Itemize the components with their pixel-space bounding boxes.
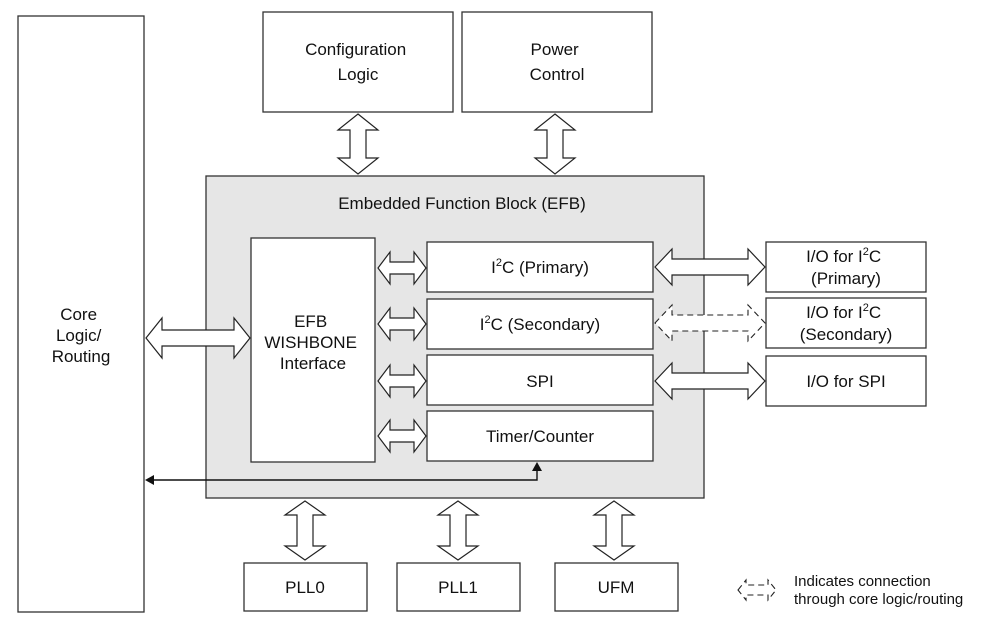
power-control-block bbox=[461, 11, 653, 113]
wishbone-interface-block bbox=[250, 237, 376, 463]
spi-io-arrow bbox=[654, 361, 766, 401]
io-spi-label: I/O for SPI bbox=[806, 372, 885, 391]
i2c-secondary-label: I2C (Secondary) bbox=[480, 314, 600, 334]
io-i2c-secondary-block bbox=[765, 297, 927, 349]
timer-counter-label: Timer/Counter bbox=[486, 427, 594, 446]
power-efb-arrow bbox=[533, 113, 577, 175]
pll1-block bbox=[396, 562, 521, 612]
io-i2c-primary-label: I/O for I2C (Primary) bbox=[806, 246, 886, 288]
power-control-label: Power Control bbox=[530, 40, 585, 84]
pll1-label: PLL1 bbox=[438, 578, 478, 597]
spi-block bbox=[426, 354, 654, 406]
core-logic-label: Core Logic/ Routing bbox=[52, 305, 111, 366]
core-logic-routing-block bbox=[17, 15, 145, 613]
config-efb-arrow bbox=[336, 113, 380, 175]
i2c-secondary-io-dashed-arrow bbox=[654, 303, 766, 343]
wishbone-i2c-primary-arrow bbox=[377, 250, 427, 286]
pll0-label: PLL0 bbox=[285, 578, 325, 597]
configuration-logic-block bbox=[262, 11, 454, 113]
ufm-block bbox=[554, 562, 679, 612]
legend-dashed-arrow-icon bbox=[737, 578, 777, 602]
i2c-primary-io-arrow bbox=[654, 247, 766, 287]
pll0-efb-arrow bbox=[283, 500, 327, 561]
spi-label: SPI bbox=[526, 372, 553, 391]
wishbone-spi-arrow bbox=[377, 363, 427, 399]
io-spi-block bbox=[765, 355, 927, 407]
pll1-efb-arrow bbox=[436, 500, 480, 561]
timer-arrowhead bbox=[532, 462, 542, 471]
configuration-logic-label: Configuration Logic bbox=[305, 40, 411, 84]
core-wishbone-arrow bbox=[145, 316, 251, 360]
wishbone-i2c-secondary-arrow bbox=[377, 306, 427, 342]
i2c-secondary-block bbox=[426, 298, 654, 350]
legend-line2: through core logic/routing bbox=[794, 591, 963, 608]
core-arrowhead bbox=[145, 475, 154, 485]
wishbone-timer-arrow bbox=[377, 418, 427, 454]
io-i2c-primary-block bbox=[765, 241, 927, 293]
wishbone-label: EFB WISHBONE Interface bbox=[264, 312, 361, 373]
pll0-block bbox=[243, 562, 368, 612]
ufm-efb-arrow bbox=[592, 500, 636, 561]
efb-title: Embedded Function Block (EFB) bbox=[338, 194, 586, 213]
io-i2c-secondary-label: I/O for I2C (Secondary) bbox=[800, 302, 893, 344]
i2c-primary-block bbox=[426, 241, 654, 293]
legend-line1: Indicates connection bbox=[794, 573, 931, 590]
ufm-label: UFM bbox=[598, 578, 635, 597]
i2c-primary-label: I2C (Primary) bbox=[491, 257, 589, 277]
timer-counter-block bbox=[426, 410, 654, 462]
timer-core-line bbox=[152, 470, 538, 481]
